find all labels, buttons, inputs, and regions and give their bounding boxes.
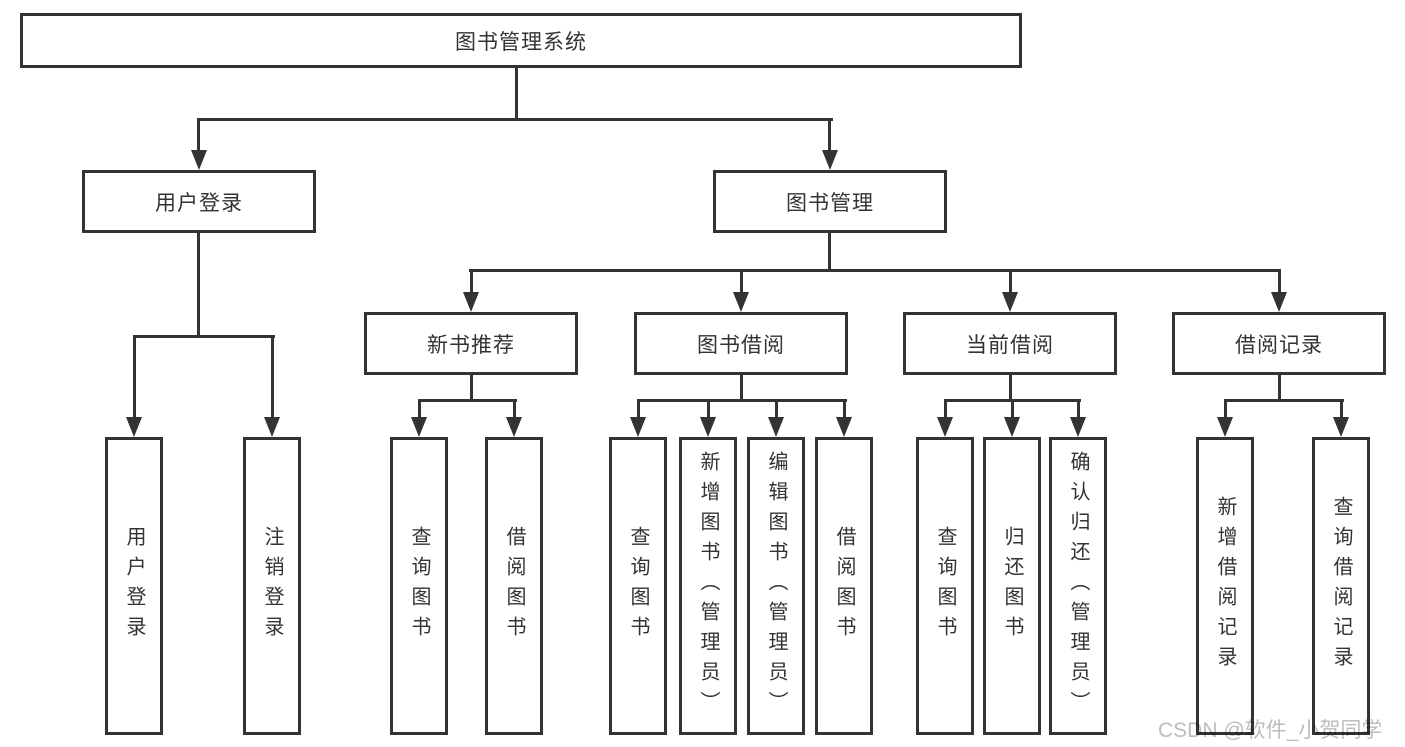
node-user-login: 用户登录 xyxy=(82,170,316,233)
connector-stub-new-book xyxy=(470,269,473,295)
node-root-library-system: 图书管理系统 xyxy=(20,13,1022,68)
leaf-label: 新增借阅记录 xyxy=(1214,496,1236,676)
arrow-down-icon xyxy=(700,417,716,437)
node-label: 新书推荐 xyxy=(427,333,515,357)
leaf-return-books: 归还图书 xyxy=(983,437,1041,735)
connector-stub-leaf xyxy=(944,399,947,419)
leaf-borrow-books: 借阅图书 xyxy=(815,437,873,735)
leaf-label: 注销登录 xyxy=(261,526,283,646)
connector-stub-leaf xyxy=(1011,399,1014,419)
leaf-label: 查询借阅记录 xyxy=(1330,496,1352,676)
arrow-down-icon xyxy=(1271,292,1287,312)
arrow-down-icon xyxy=(463,292,479,312)
leaf-label: 查询图书 xyxy=(934,526,956,646)
connector-stub-leaf xyxy=(418,399,421,419)
connector-stub-current-borrow xyxy=(1009,269,1012,295)
node-current-borrowing: 当前借阅 xyxy=(903,312,1117,375)
node-label: 图书管理 xyxy=(786,191,874,215)
arrow-down-icon xyxy=(264,417,280,437)
leaf-add-borrow-record: 新增借阅记录 xyxy=(1196,437,1254,735)
leaf-confirm-return-admin: 确认归还︵管理员︶ xyxy=(1049,437,1107,735)
arrow-down-icon xyxy=(733,292,749,312)
connector-stub-leaf xyxy=(1077,399,1080,419)
leaf-query-books-current: 查询图书 xyxy=(916,437,974,735)
node-book-management: 图书管理 xyxy=(713,170,947,233)
arrow-down-icon xyxy=(822,150,838,170)
leaf-label: 查询图书 xyxy=(408,526,430,646)
leaf-borrow-books-recommend: 借阅图书 xyxy=(485,437,543,735)
leaf-label: 编辑图书︵管理员︶ xyxy=(765,451,787,721)
connector-stub-borrow-record xyxy=(1278,269,1281,295)
connector-book-borrow-trunk xyxy=(740,375,743,402)
connector-stub-leaf xyxy=(843,399,846,419)
node-label: 图书借阅 xyxy=(697,333,785,357)
node-borrowing-records: 借阅记录 xyxy=(1172,312,1386,375)
connector-book-mgmt-trunk xyxy=(828,233,831,272)
arrow-down-icon xyxy=(411,417,427,437)
connector-borrow-record-trunk xyxy=(1278,375,1281,402)
connector-stub-leaf xyxy=(271,335,274,419)
node-label: 图书管理系统 xyxy=(455,30,587,54)
leaf-label: 查询图书 xyxy=(627,526,649,646)
connector-user-login-trunk xyxy=(197,233,200,338)
leaf-query-borrow-record: 查询借阅记录 xyxy=(1312,437,1370,735)
arrow-down-icon xyxy=(937,417,953,437)
arrow-down-icon xyxy=(836,417,852,437)
connector-stub-leaf xyxy=(1340,399,1343,419)
connector-borrow-record-branch xyxy=(1224,399,1344,402)
arrow-down-icon xyxy=(768,417,784,437)
connector-stub-leaf xyxy=(637,399,640,419)
arrow-down-icon xyxy=(1002,292,1018,312)
connector-stub-leaf xyxy=(1224,399,1227,419)
leaf-query-books-recommend: 查询图书 xyxy=(390,437,448,735)
arrow-down-icon xyxy=(630,417,646,437)
connector-stub-user-login xyxy=(197,118,200,152)
node-new-book-recommend: 新书推荐 xyxy=(364,312,578,375)
leaf-label: 用户登录 xyxy=(123,526,145,646)
arrow-down-icon xyxy=(191,150,207,170)
connector-new-book-trunk xyxy=(470,375,473,402)
connector-book-mgmt-branch xyxy=(469,269,1281,272)
arrow-down-icon xyxy=(1004,417,1020,437)
arrow-down-icon xyxy=(1217,417,1233,437)
node-book-borrowing: 图书借阅 xyxy=(634,312,848,375)
node-label: 用户登录 xyxy=(155,191,243,215)
leaf-label: 归还图书 xyxy=(1001,526,1023,646)
connector-current-borrow-trunk xyxy=(1009,375,1012,402)
leaf-label: 借阅图书 xyxy=(833,526,855,646)
connector-stub-book-mgmt xyxy=(828,118,831,152)
leaf-query-books: 查询图书 xyxy=(609,437,667,735)
node-label: 当前借阅 xyxy=(966,333,1054,357)
connector-stub-leaf xyxy=(513,399,516,419)
arrow-down-icon xyxy=(1070,417,1086,437)
connector-new-book-branch xyxy=(418,399,517,402)
leaf-logout: 注销登录 xyxy=(243,437,301,735)
arrow-down-icon xyxy=(506,417,522,437)
leaf-add-books-admin: 新增图书︵管理员︶ xyxy=(679,437,737,735)
connector-stub-leaf xyxy=(707,399,710,419)
connector-root-trunk xyxy=(515,68,518,121)
connector-book-borrow-branch xyxy=(637,399,847,402)
arrow-down-icon xyxy=(126,417,142,437)
arrow-down-icon xyxy=(1333,417,1349,437)
connector-stub-book-borrow xyxy=(740,269,743,295)
csdn-watermark: CSDN @软件_小贺同学 xyxy=(1158,719,1383,742)
connector-stub-leaf xyxy=(775,399,778,419)
leaf-label: 新增图书︵管理员︶ xyxy=(697,451,719,721)
connector-root-branch xyxy=(197,118,833,121)
node-label: 借阅记录 xyxy=(1235,333,1323,357)
leaf-user-login: 用户登录 xyxy=(105,437,163,735)
leaf-label: 借阅图书 xyxy=(503,526,525,646)
connector-user-login-branch xyxy=(133,335,275,338)
connector-stub-leaf xyxy=(133,335,136,419)
leaf-label: 确认归还︵管理员︶ xyxy=(1067,451,1089,721)
leaf-edit-books-admin: 编辑图书︵管理员︶ xyxy=(747,437,805,735)
